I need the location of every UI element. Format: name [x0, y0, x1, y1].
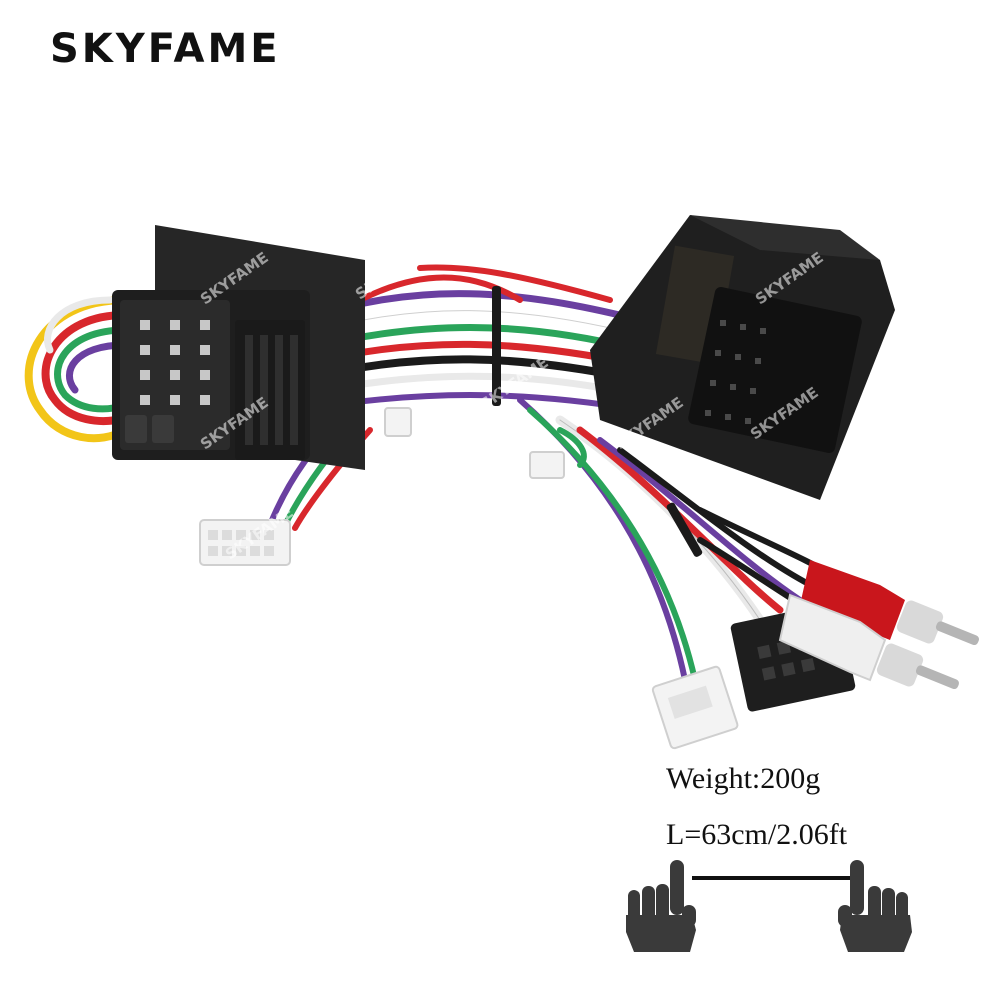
- weight-label: Weight:200g: [666, 762, 821, 795]
- white-connector-left: [199, 519, 291, 566]
- measure-line: [692, 876, 850, 880]
- white-connector-small: [384, 407, 412, 437]
- product-specs: Weight:200g L=63cm/2.06ft: [666, 760, 847, 872]
- length-measure-graphic: [626, 860, 912, 952]
- left-wire-loop: [24, 296, 129, 443]
- white-connector-small: [529, 451, 565, 479]
- hand-pointing-up-icon: [626, 860, 696, 952]
- length-label: L=63cm/2.06ft: [666, 818, 848, 851]
- lower-wires: [267, 397, 843, 683]
- white-connector-bottom: [651, 665, 739, 750]
- right-quadlock-connector: [590, 215, 895, 500]
- rca-plug-red: [800, 560, 979, 646]
- rca-plug-white: [778, 593, 959, 690]
- brand-logo: SKYFAME: [50, 26, 281, 72]
- cable-tie: [666, 502, 703, 557]
- cable-tie: [492, 286, 501, 406]
- left-quadlock-connector: [112, 225, 365, 470]
- hand-pointing-up-icon: [838, 860, 912, 952]
